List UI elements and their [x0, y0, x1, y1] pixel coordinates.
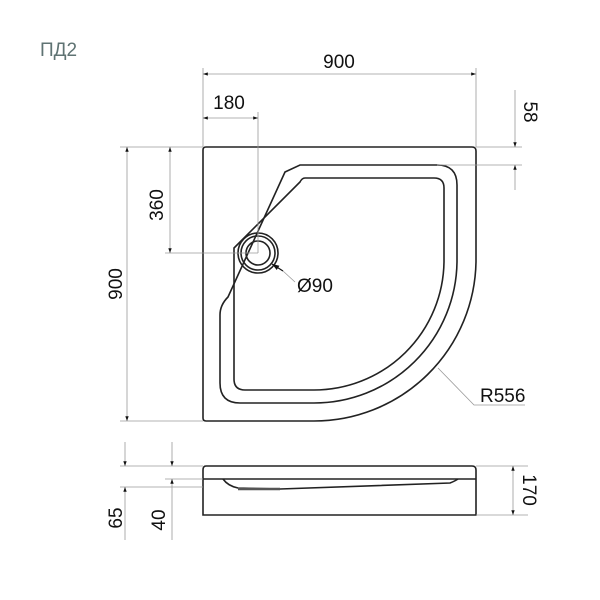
- dimension-lines: [120, 68, 525, 422]
- drawing-title: ПД2: [40, 40, 77, 61]
- side-outline: [202, 465, 477, 516]
- dim-side-170: 170: [518, 474, 539, 506]
- side-bowl-bottom: [222, 478, 459, 490]
- dim-side-40: 40: [149, 509, 170, 530]
- dim-height-900: 900: [106, 268, 127, 300]
- side-view: [202, 465, 477, 516]
- dim-rim-58: 58: [519, 101, 540, 122]
- dim-drain-diameter: Ø90: [297, 276, 333, 297]
- tray-outline: [202, 146, 477, 422]
- tray-rim-inner: [219, 164, 458, 404]
- dim-side-65: 65: [106, 507, 127, 528]
- tray-bowl: [233, 177, 445, 391]
- dim-drain-x-180: 180: [213, 93, 245, 114]
- dim-drain-y-360: 360: [147, 189, 168, 221]
- dim-width-900: 900: [323, 52, 355, 73]
- side-dimension-lines: [120, 442, 528, 540]
- top-view: [202, 146, 477, 422]
- dim-radius: R556: [480, 386, 525, 407]
